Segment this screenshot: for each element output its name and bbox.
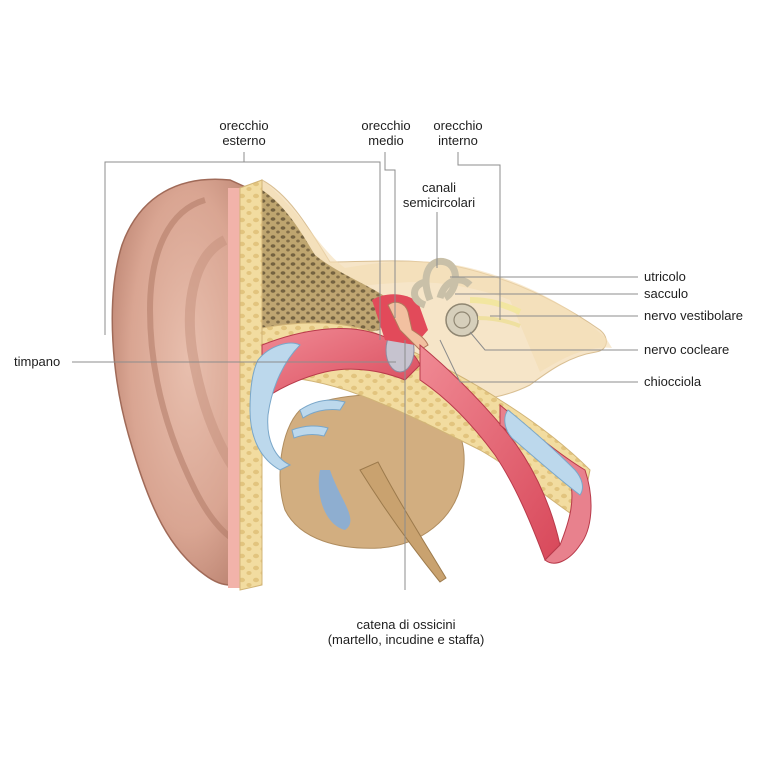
label-eardrum: timpano [14,354,60,369]
label-cochlear-nerve: nervo cocleare [644,342,729,357]
label-utricle: utricolo [644,269,686,284]
label-vestibular-nerve: nervo vestibolare [644,308,743,323]
label-ossicles: catena di ossicini(martello, incudine e … [300,617,512,647]
skin-layer [228,188,240,588]
label-saccule: sacculo [644,286,688,301]
label-cochlea: chiocciola [644,374,701,389]
cochlea [446,304,478,336]
